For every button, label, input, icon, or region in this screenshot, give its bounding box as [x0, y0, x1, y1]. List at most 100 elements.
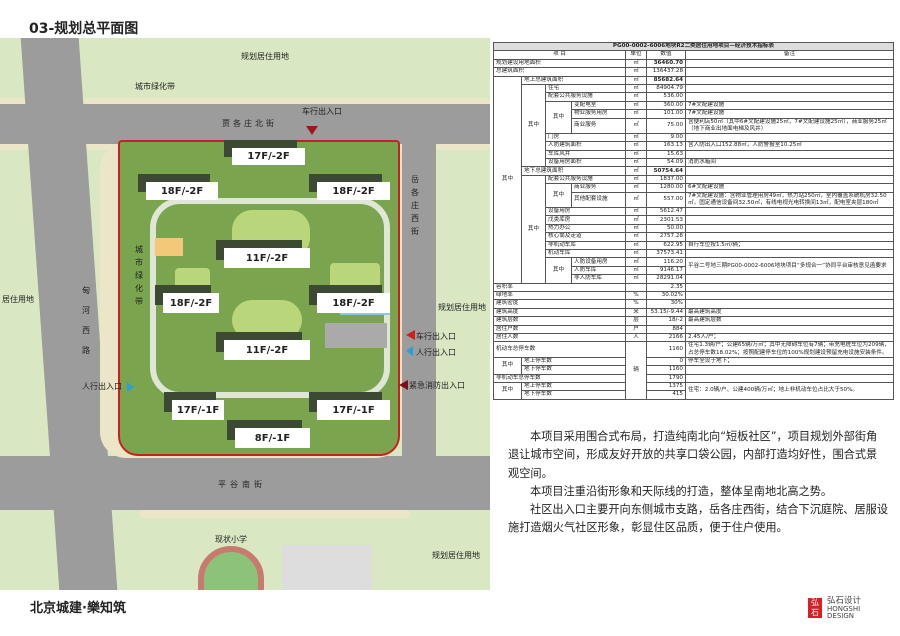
item-remark: 6#文配建设施	[684, 183, 895, 193]
item-value: 2757.28	[646, 232, 686, 242]
item-value: 884	[646, 324, 686, 334]
vehicle-entry-marker-icon	[306, 126, 318, 135]
item-unit: ㎡	[625, 141, 647, 151]
item-unit	[625, 282, 647, 292]
item-value: 1160	[646, 341, 686, 358]
table-row: 容积率 2.35	[493, 282, 895, 292]
item-unit: ㎡	[625, 92, 647, 102]
item-unit: ㎡	[625, 265, 647, 276]
item-name: 设备用房面积	[545, 158, 626, 168]
item-remark	[684, 299, 895, 309]
item-unit: ㎡	[625, 100, 647, 111]
item-value: 9146.17	[646, 265, 686, 276]
qizhong-label: 其中	[493, 381, 522, 400]
item-value: 1375	[646, 381, 686, 392]
item-remark: 2.45人/户；	[684, 332, 895, 343]
item-value: 1790	[646, 373, 686, 383]
description-paragraph: 本项目注重沿街形象和天际线的打造，整体呈南地北高之势。	[530, 484, 833, 498]
item-remark	[684, 207, 895, 217]
item-name: 人防车库	[571, 265, 626, 276]
label-fire-entry: 紧急消防出入口	[409, 381, 465, 390]
item-remark: 最高建筑高度	[684, 307, 895, 318]
south-road	[0, 456, 490, 510]
item-remark: 停车全设于地下；	[684, 356, 895, 367]
item-value: 163.13	[646, 141, 686, 151]
item-value: 18/-2	[646, 316, 686, 326]
item-value: 2.35	[646, 282, 686, 292]
item-value: 136437.28	[646, 67, 686, 77]
item-name: 容积率	[493, 282, 626, 292]
item-name: 门房	[545, 132, 626, 143]
item-name: 地下停车数	[521, 365, 626, 375]
qizhong-label: 其中	[493, 75, 522, 284]
qizhong-label: 其中	[545, 100, 572, 134]
site-plan-map: 17F/-2F 18F/-2F 18F/-2F 11F/-2F 18F/-2F …	[0, 38, 490, 590]
item-value: 53.15/-9.44	[646, 307, 686, 318]
logo-name: 弘石设计	[827, 596, 862, 606]
item-value: 15.63	[646, 149, 686, 160]
item-unit: 户	[625, 324, 647, 334]
item-remark	[684, 166, 895, 176]
qizhong-label: 其中	[545, 183, 572, 209]
item-remark	[684, 75, 895, 85]
label-east-ped-entry: 人行出入口	[416, 348, 456, 357]
item-name: 戊类库房	[545, 215, 626, 225]
item-remark	[684, 174, 895, 185]
item-value: 37573.41	[646, 248, 686, 259]
item-remark: 最高建筑层数	[684, 316, 895, 326]
item-unit: ㎡	[625, 274, 647, 284]
item-unit: ㎡	[625, 109, 647, 119]
item-remark	[684, 290, 895, 301]
label-school: 现状小学	[215, 535, 247, 544]
item-remark: 平谷二号地三期PG00-0002-6006地块项目“多规合一”协同平台审核意见函…	[684, 257, 895, 276]
item-name: 住宅	[545, 83, 626, 94]
item-remark	[684, 215, 895, 225]
label-east-vehicle-entry: 车行出入口	[416, 332, 456, 341]
item-value: 1837.00	[646, 174, 686, 185]
building-2: 18F/-2F	[146, 182, 218, 200]
item-remark: 住宅：2.0辆/户、公建400辆/万㎡；地上非机动车位占比大于50%。	[684, 381, 895, 400]
item-remark: 消防水箱间	[684, 158, 895, 168]
item-value: 2301.53	[646, 215, 686, 225]
item-name: 设备用房	[545, 207, 626, 217]
footer-brand: 北京城建·樂知筑	[30, 601, 126, 616]
facility-building	[155, 238, 183, 256]
item-unit: ㎡	[625, 166, 647, 176]
item-name: 地下总建筑面积	[521, 166, 626, 176]
item-name: 居住人数	[493, 332, 626, 343]
item-name: 地上停车数	[521, 381, 626, 392]
item-name: 商业服务	[571, 183, 626, 193]
item-remark	[684, 223, 895, 234]
item-unit: ㎡	[625, 240, 647, 251]
fire-entry-marker-icon	[399, 380, 408, 390]
item-remark	[684, 248, 895, 259]
item-name: 商业服务	[571, 117, 626, 134]
page-title: 03-规划总平面图	[29, 21, 139, 37]
item-name: 核心筒及走道	[545, 232, 626, 242]
item-value: 5612.47	[646, 207, 686, 217]
qizhong-label: 其中	[493, 356, 522, 375]
label-green-belt: 城市绿化带	[135, 82, 175, 91]
item-unit: ㎡	[625, 117, 647, 134]
item-name: 人防建筑面积	[545, 141, 626, 151]
item-value: 1160	[646, 365, 686, 375]
item-remark: 含便利店50㎡（其中6#文配建设施25㎡，7#文配建设施25㎡），商业服务25㎡…	[684, 117, 895, 134]
item-name: 建筑层数	[493, 316, 626, 326]
item-remark: 自行车位按1.5㎡/辆；	[684, 240, 895, 251]
item-value: 415	[646, 390, 686, 400]
item-name: 变配电室	[571, 100, 626, 111]
table-title: PG00-0002-6006地块R2二类居住用地项目—经济技术指标表	[492, 41, 895, 52]
vehicle-entry-marker-icon	[406, 330, 415, 340]
label-green-belt-west: 城市绿化带	[135, 245, 143, 306]
school-building	[282, 545, 372, 590]
item-unit: 层	[625, 316, 647, 326]
